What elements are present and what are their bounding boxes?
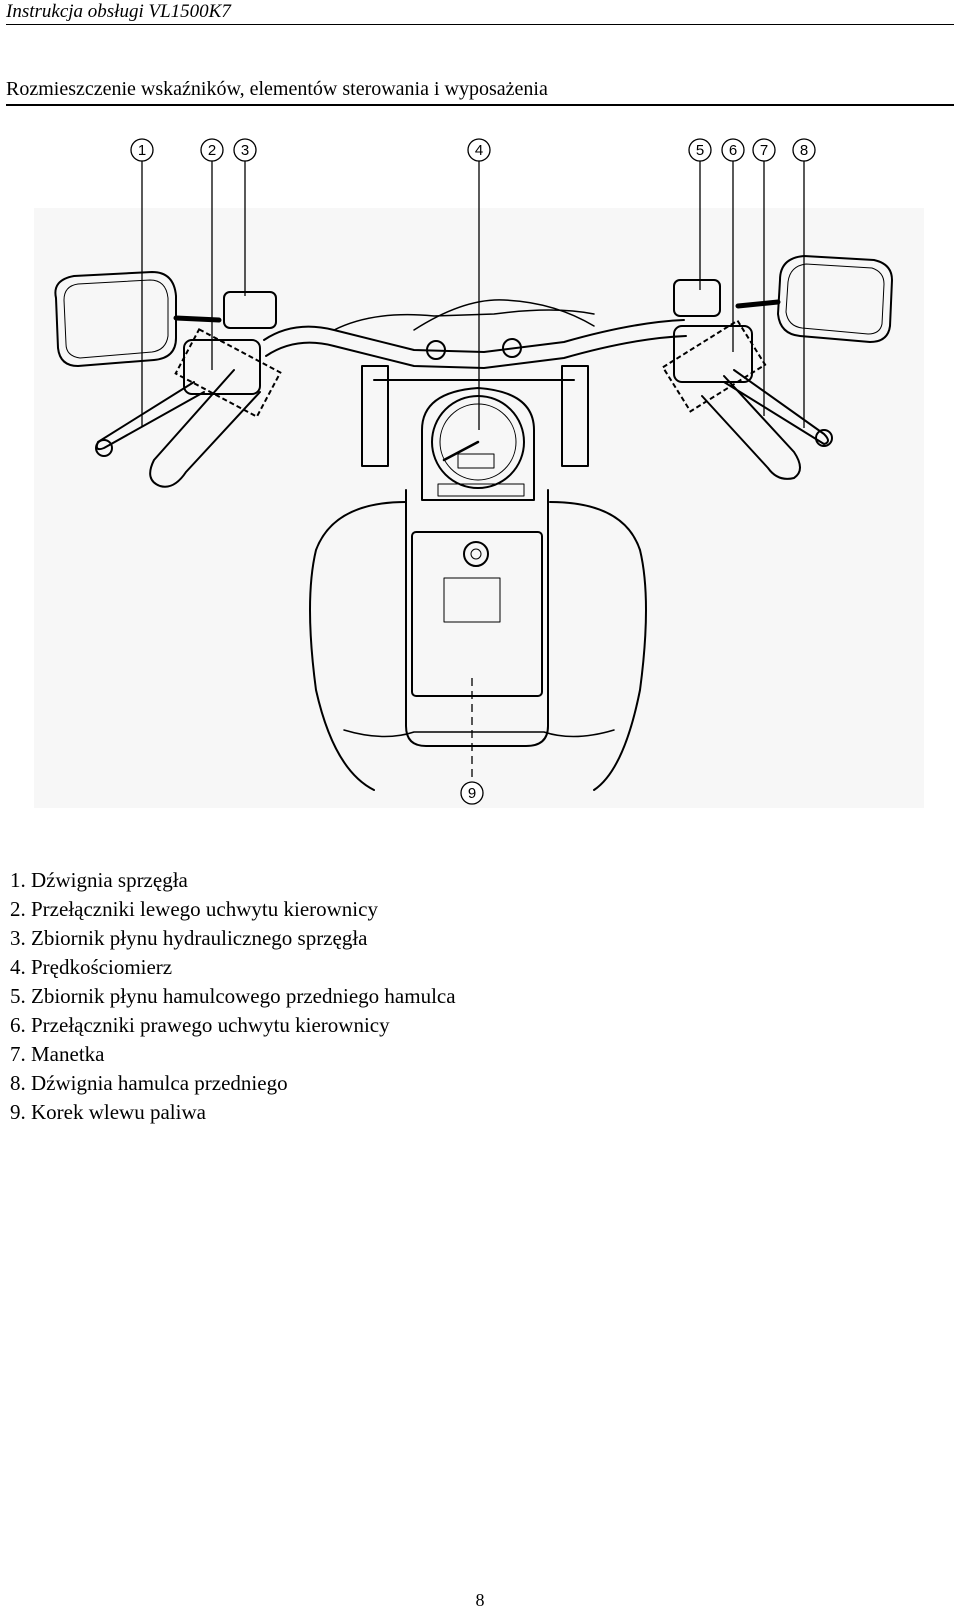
callout-4-circle (467, 138, 491, 162)
callout-1-label: 1 (138, 142, 146, 159)
left-switch-highlight (174, 327, 282, 419)
callout-7-label: 7 (760, 142, 768, 159)
right-grip-assembly (673, 279, 833, 480)
right-mirror (735, 255, 893, 343)
callout-2-circle (200, 138, 224, 162)
legend-item: 1. Dźwignia sprzęgła (10, 868, 188, 892)
running-header: Instrukcja obsługi VL1500K7 (6, 0, 954, 25)
fork-top-clamp (361, 338, 589, 467)
motorcycle-controls-diagram: 1 2 3 4 5 6 7 8 9 (34, 130, 924, 830)
fuel-tank (309, 489, 647, 791)
legend-item: 7. Manetka (10, 1042, 105, 1066)
legend-item: 6. Przełączniki prawego uchwytu kierowni… (10, 1013, 390, 1037)
speedometer-console (421, 387, 535, 501)
legend-item: 3. Zbiornik płynu hydraulicznego sprzęgł… (10, 926, 368, 950)
callout-9-circle (460, 781, 484, 805)
handlebar (263, 299, 687, 369)
callout-6-label: 6 (729, 142, 737, 159)
callout-6-circle (721, 138, 745, 162)
legend-item: 2. Przełączniki lewego uchwytu kierownic… (10, 897, 378, 921)
callout-5-label: 5 (696, 142, 704, 159)
callout-3-circle (233, 138, 257, 162)
manual-title: Instrukcja obsługi VL1500K7 (6, 1, 231, 22)
callout-1-circle (130, 138, 154, 162)
callout-8-label: 8 (800, 142, 808, 159)
legend-item: 9. Korek wlewu paliwa (10, 1100, 206, 1124)
diagram-svg: 1 2 3 4 5 6 7 8 9 (34, 138, 924, 808)
right-switch-highlight (661, 319, 767, 413)
callout-2-label: 2 (208, 142, 216, 159)
section-title-text: Rozmieszczenie wskaźników, elementów ste… (6, 78, 548, 100)
callout-5-circle (688, 138, 712, 162)
legend-item: 4. Prędkościomierz (10, 955, 173, 979)
left-grip-assembly (95, 291, 277, 488)
page-number: 8 (475, 1590, 485, 1610)
callout-4-label: 4 (475, 142, 483, 159)
component-legend: 1. Dźwignia sprzęgła 2. Przełączniki lew… (10, 866, 456, 1127)
legend-item: 5. Zbiornik płynu hamulcowego przedniego… (10, 984, 456, 1008)
callout-3-label: 3 (241, 142, 249, 159)
callout-8-circle (792, 138, 816, 162)
callout-9-label: 9 (468, 785, 476, 802)
legend-item: 8. Dźwignia hamulca przedniego (10, 1071, 288, 1095)
callout-7-circle (752, 138, 776, 162)
section-title: Rozmieszczenie wskaźników, elementów ste… (6, 74, 954, 106)
